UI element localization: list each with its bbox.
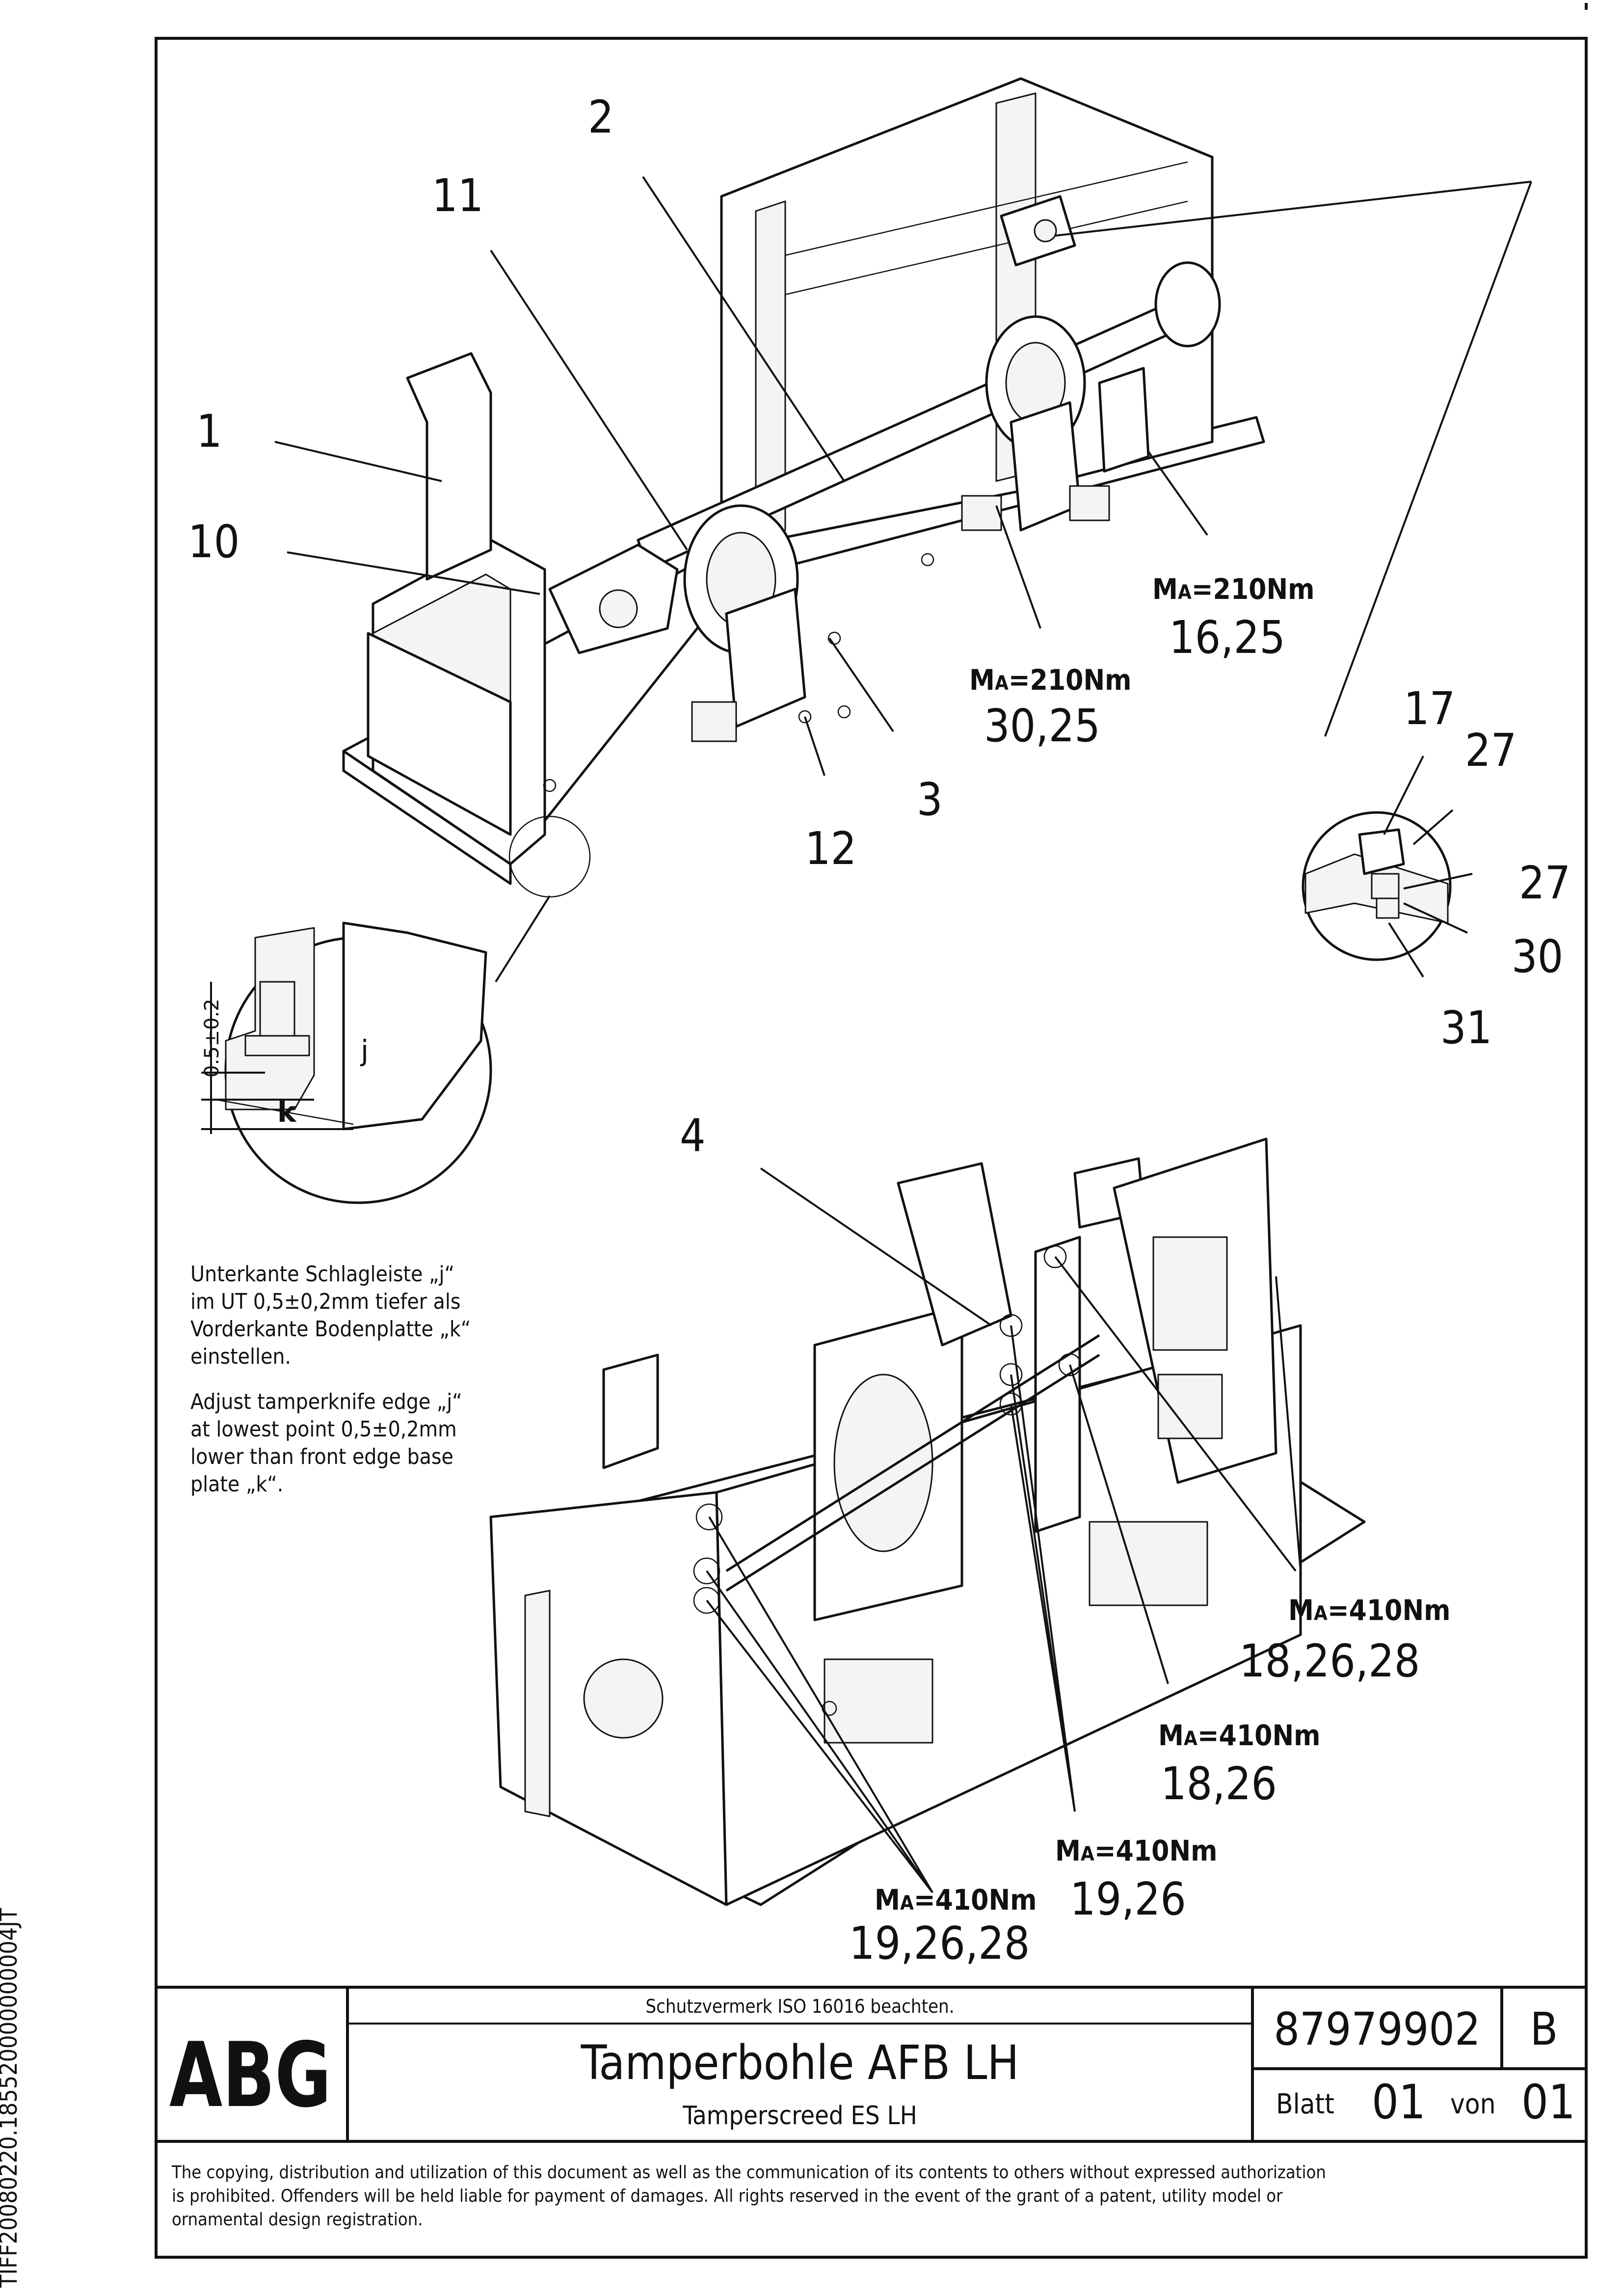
revision: B (1530, 2003, 1558, 2055)
lower-assembly-drawing (489, 1137, 1366, 1906)
side-identifier: TIFF20080220.185520000000004JT (0, 1908, 23, 2288)
drawing-frame (155, 37, 1588, 2259)
part-label-1: 1 (196, 405, 222, 458)
title-german: Tamperbohle AFB LH (581, 2035, 1019, 2090)
svg-text:Unterkante Schlagleiste „j“: Unterkante Schlagleiste „j“ (190, 1262, 454, 1287)
part-label-4: 4 (680, 1109, 706, 1162)
protection-note: Schutzvermerk ISO 16016 beachten. (645, 1996, 954, 2017)
svg-text:16,25: 16,25 (1169, 611, 1285, 664)
upper-leader-lines (274, 176, 1532, 983)
detail-dimension: 0.5±0.2 (201, 999, 223, 1078)
part-label-12: 12 (805, 822, 856, 875)
torque-callout-16-25: MA=210Nm 16,25 (1152, 572, 1315, 664)
svg-text:The copying, distribution and: The copying, distribution and utilizatio… (171, 2162, 1326, 2183)
part-label-11: 11 (432, 169, 483, 222)
part-label-17: 17 (1404, 682, 1455, 735)
svg-text:18,26: 18,26 (1161, 1757, 1277, 1810)
svg-text:19,26: 19,26 (1070, 1873, 1186, 1925)
sheet-total: 01 (1521, 2075, 1575, 2130)
svg-text:im UT 0,5±0,2mm tiefer als: im UT 0,5±0,2mm tiefer als (190, 1289, 460, 1314)
svg-text:30,25: 30,25 (984, 700, 1100, 752)
adjustment-note-en: Adjust tamperknife edge „j“ at lowest po… (190, 1389, 462, 1497)
drawing-number: 87979902 (1274, 2003, 1480, 2055)
torque-callout-18-26-28: MA=410Nm 18,26,28 (1239, 1594, 1451, 1687)
bolt-detail-circle (1302, 756, 1473, 978)
part-label-27-right: 27 (1519, 857, 1570, 909)
detail-label-j: j (360, 1034, 369, 1067)
svg-text:plate „k“.: plate „k“. (190, 1472, 283, 1497)
torque-callout-19-26-28: MA=410Nm 19,26,28 (849, 1883, 1037, 1970)
part-label-31: 31 (1440, 1001, 1492, 1054)
svg-text:MA=410Nm: MA=410Nm (1055, 1834, 1218, 1867)
title-english: Tamperscreed ES LH (682, 2101, 917, 2131)
svg-text:Vorderkante Bodenplatte „k“: Vorderkante Bodenplatte „k“ (190, 1317, 471, 1342)
sheet-number: 01 (1372, 2075, 1426, 2130)
part-labels: 2 11 1 10 3 12 17 27 27 30 31 4 (188, 91, 1570, 1162)
of-label: von (1450, 2088, 1496, 2120)
abg-logo: ABG (169, 2023, 331, 2127)
torque-callout-30-25: MA=210Nm 30,25 (969, 663, 1132, 752)
svg-text:ornamental design registration: ornamental design registration. (172, 2210, 423, 2230)
lower-leader-lines (706, 1167, 1302, 1893)
torque-callout-18-26: MA=410Nm 18,26 (1158, 1719, 1321, 1810)
svg-text:19,26,28: 19,26,28 (849, 1917, 1030, 1970)
title-block: ABG Schutzvermerk ISO 16016 beachten. Ta… (156, 1986, 1586, 2143)
svg-text:MA=410Nm: MA=410Nm (1158, 1719, 1321, 1752)
torque-callouts: MA=210Nm 16,25 MA=210Nm 30,25 MA=410Nm 1… (849, 572, 1451, 1970)
svg-text:MA=210Nm: MA=210Nm (969, 663, 1132, 697)
svg-text:MA=410Nm: MA=410Nm (875, 1883, 1037, 1917)
svg-text:lower than front edge base: lower than front edge base (190, 1444, 453, 1469)
svg-text:Adjust tamperknife edge „j“: Adjust tamperknife edge „j“ (190, 1389, 462, 1414)
part-label-30: 30 (1512, 930, 1563, 983)
detail-label-k: k (277, 1095, 297, 1129)
part-label-3: 3 (917, 773, 943, 826)
adjustment-note-de: Unterkante Schlagleiste „j“ im UT 0,5±0,… (190, 1262, 471, 1369)
svg-text:MA=210Nm: MA=210Nm (1152, 572, 1315, 606)
part-label-10: 10 (188, 515, 239, 568)
svg-text:18,26,28: 18,26,28 (1239, 1635, 1420, 1687)
svg-text:MA=410Nm: MA=410Nm (1288, 1594, 1451, 1627)
part-label-2: 2 (588, 91, 614, 143)
svg-text:at lowest point 0,5±0,2mm: at lowest point 0,5±0,2mm (190, 1417, 457, 1442)
svg-text:einstellen.: einstellen. (190, 1344, 291, 1369)
tamper-edge-detail: 0.5±0.2 j k (201, 921, 492, 1204)
upper-assembly-drawing (342, 77, 1265, 898)
copyright-notice: The copying, distribution and utilizatio… (171, 2162, 1326, 2230)
sheet-label: Blatt (1276, 2088, 1334, 2120)
part-label-27-top: 27 (1465, 724, 1517, 777)
torque-callout-19-26: MA=410Nm 19,26 (1055, 1834, 1218, 1925)
svg-text:is prohibited. Offenders will: is prohibited. Offenders will be held li… (172, 2186, 1283, 2206)
